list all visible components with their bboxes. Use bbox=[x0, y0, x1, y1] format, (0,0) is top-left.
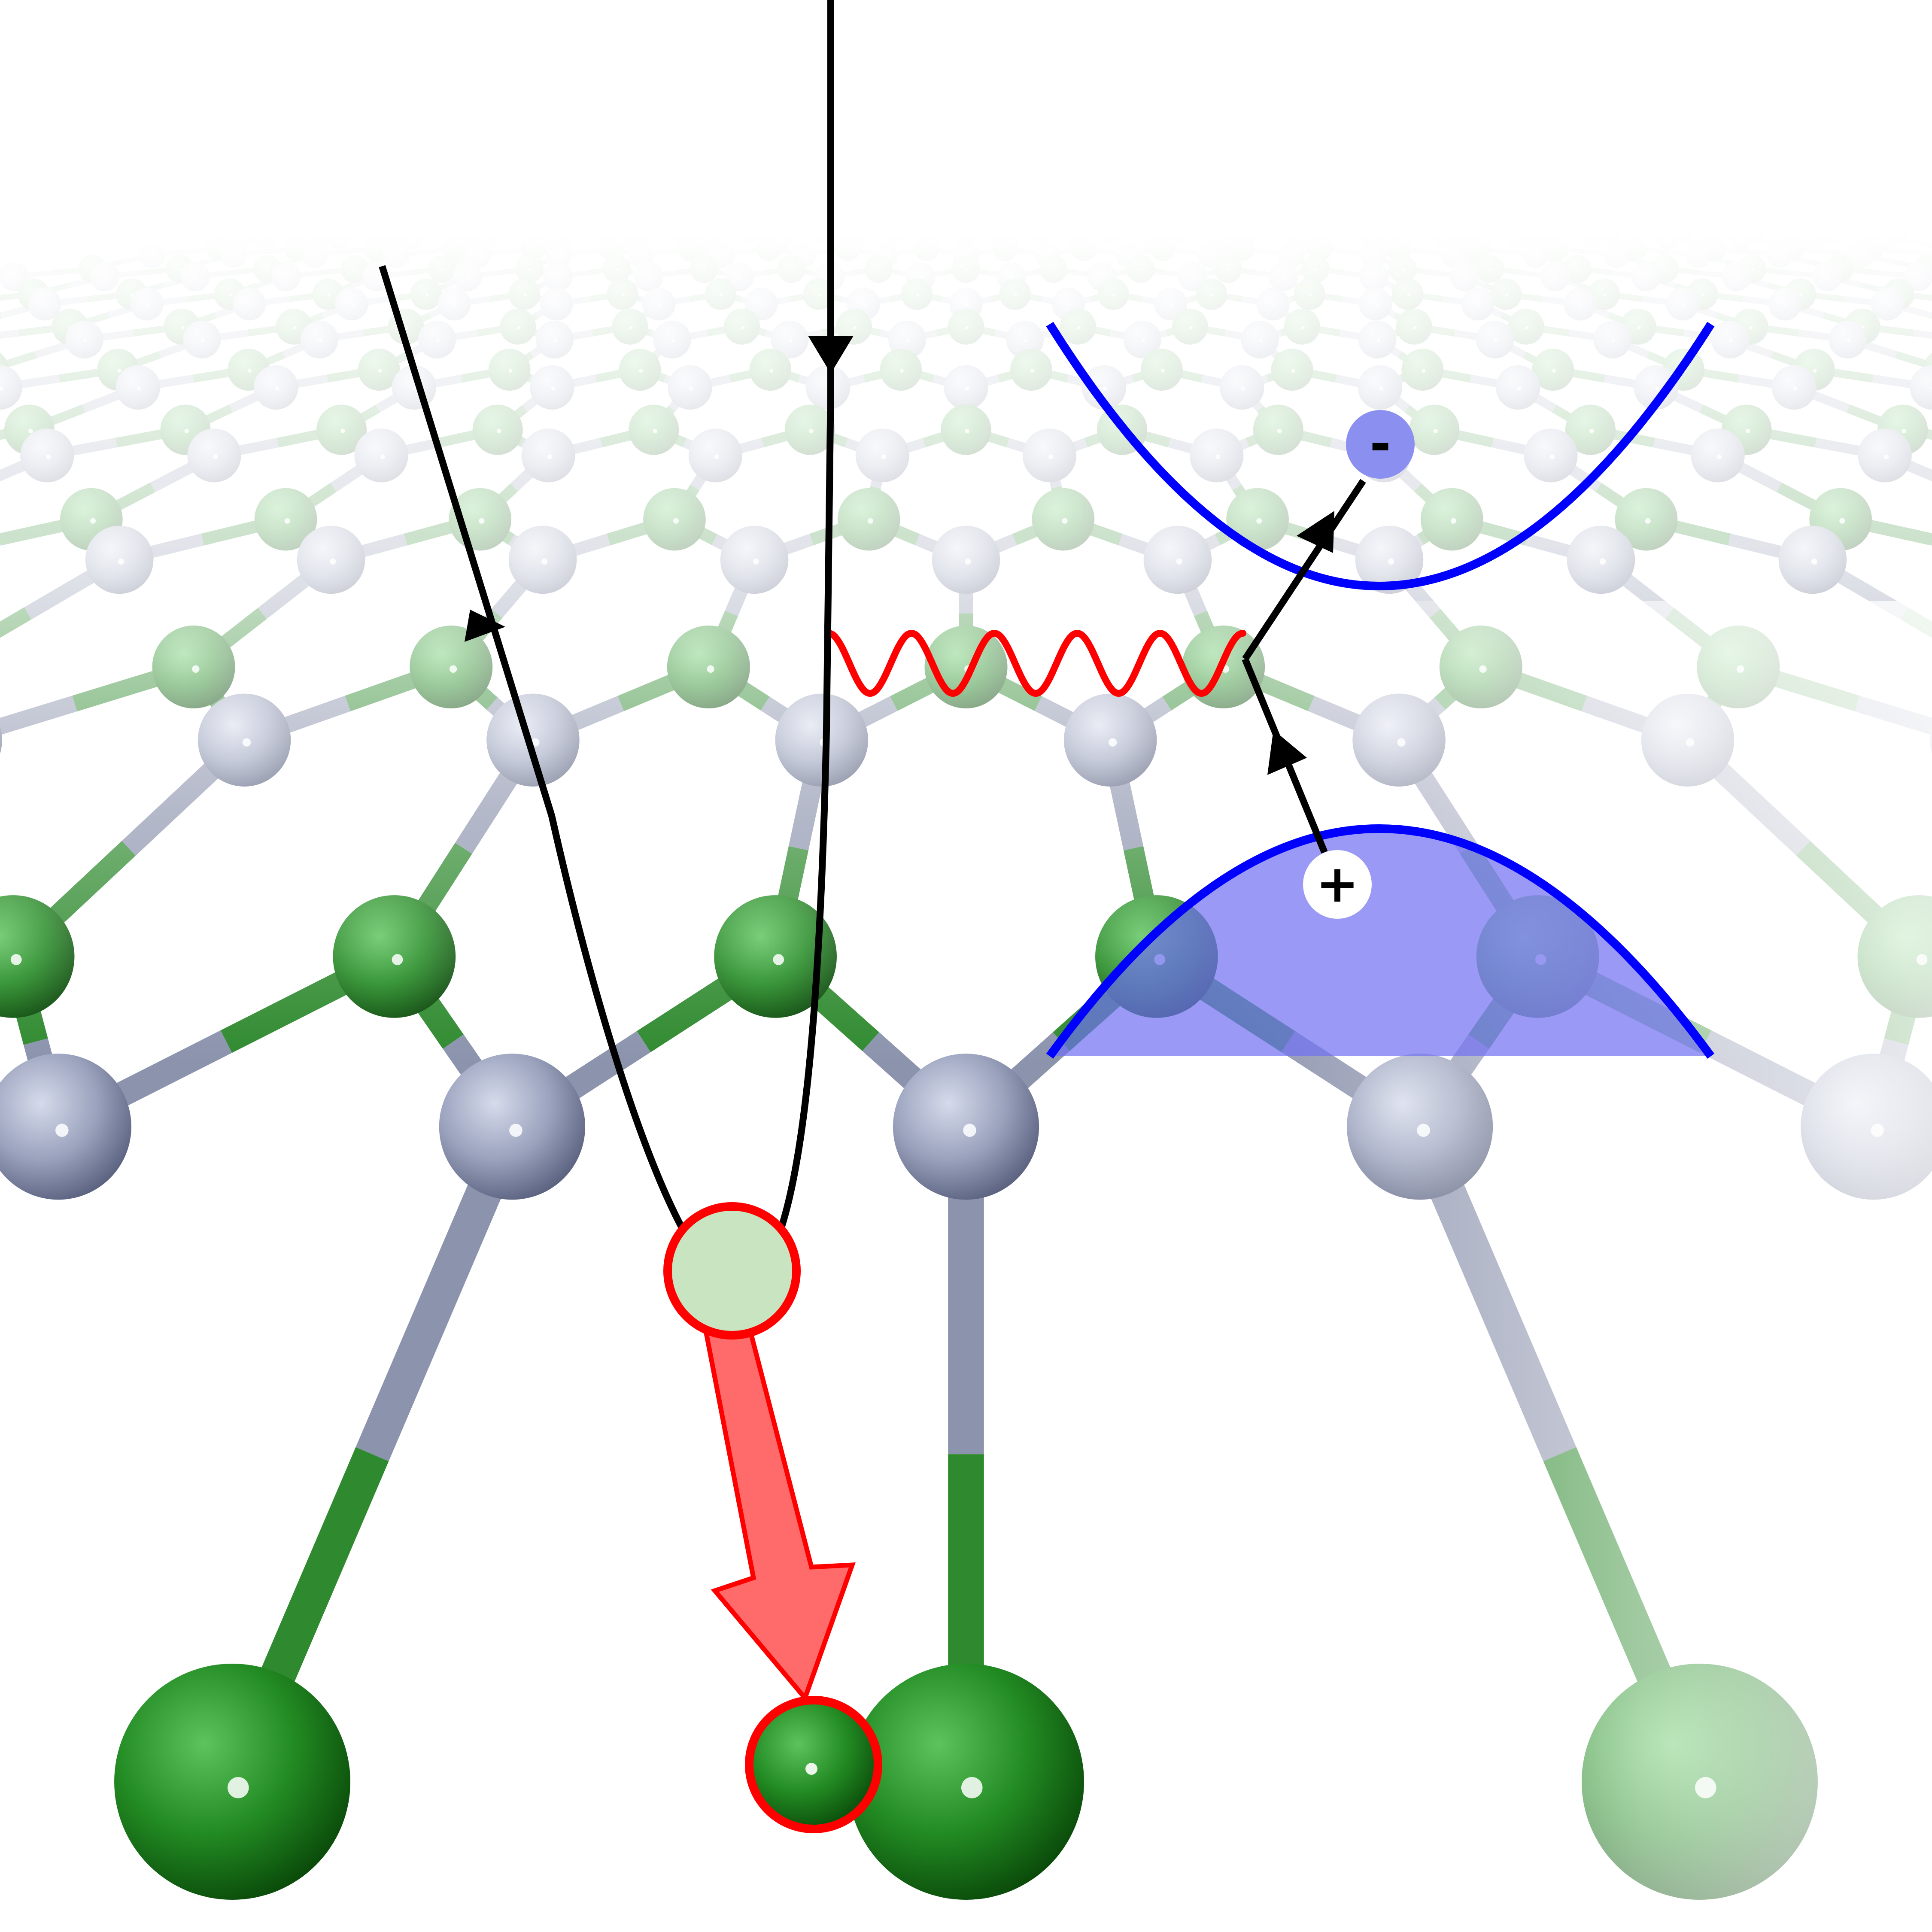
hole-particle bbox=[1303, 850, 1372, 919]
photon-wave bbox=[825, 629, 1246, 697]
hole-arrowhead bbox=[1267, 730, 1307, 775]
electron-particle bbox=[1346, 410, 1415, 479]
electron-label: - bbox=[1370, 414, 1391, 474]
depth-fog-right bbox=[0, 601, 1932, 1932]
valence-band-curve bbox=[1046, 824, 1715, 1059]
vertex-to-electron-line bbox=[1242, 479, 1366, 661]
knock-on-arrow bbox=[703, 1324, 856, 1703]
outgoing-arrowhead bbox=[465, 610, 505, 642]
hole-label: + bbox=[1316, 854, 1359, 914]
displaced-atom-highlight bbox=[805, 1763, 817, 1775]
conduction-band-curve bbox=[1046, 322, 1715, 590]
electron-arrowhead bbox=[1297, 511, 1334, 553]
incoming-arrowhead bbox=[808, 336, 854, 374]
vacancy-site bbox=[663, 1202, 801, 1340]
